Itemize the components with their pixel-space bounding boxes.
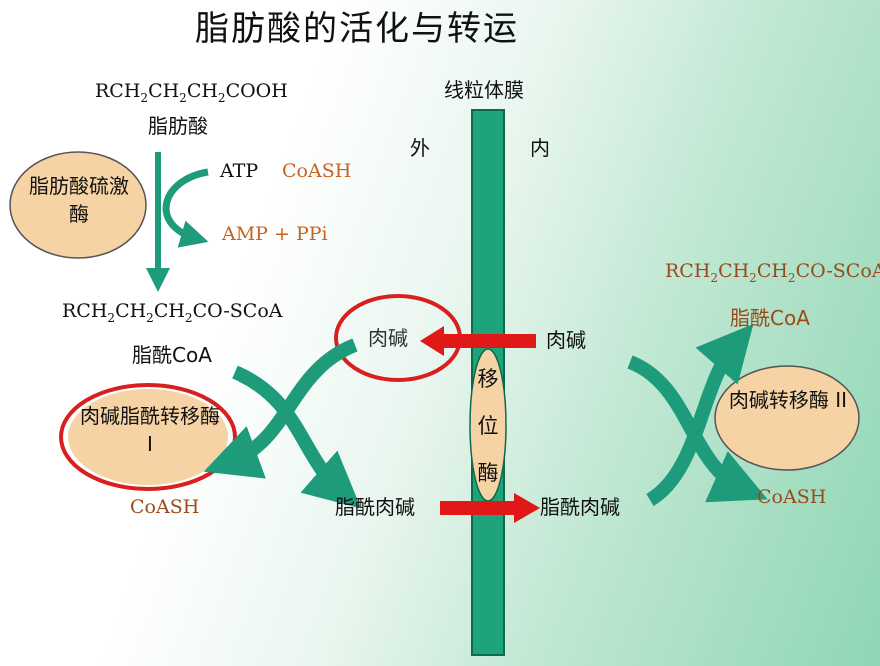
cpt1-bubble [68, 389, 228, 485]
acyl-coa-name-outer: 脂酰CoA [132, 343, 212, 367]
outside-label: 外 [410, 136, 430, 160]
cpt2-arrow-to-acyl-coa [646, 323, 754, 506]
amp-ppi-label: AMP + PPi [222, 223, 328, 245]
acyl-coa-formula-outer: RCH2CH2CH2CO-SCoA [62, 300, 283, 325]
translocase-char-1: 移 [477, 367, 499, 392]
translocase-char-2: 位 [477, 413, 499, 438]
acyl-coa-formula-inner: RCH2CH2CH2CO-SCoA [665, 260, 880, 285]
carnitine-return-arrowhead [420, 326, 444, 356]
activation-curve-arrow [162, 168, 209, 248]
membrane-label: 线粒体膜 [444, 78, 524, 102]
acyl-coa-name-inner: 脂酰CoA [730, 306, 810, 330]
cpt2-label: 肉碱转移酶 II [728, 388, 848, 412]
carnitine-outer: 肉碱 [368, 326, 408, 350]
translocase-char-3: 酶 [477, 460, 499, 485]
coash-outer: CoASH [130, 496, 200, 518]
cpt1-arrow-to-acylcarnitine [232, 365, 362, 509]
coash-inner: CoASH [757, 486, 827, 508]
acyl-coa-synthetase-bubble [9, 151, 147, 259]
cpt1-label: 肉碱脂酰转移酶 I [80, 404, 220, 456]
acyl-carnitine-outer: 脂酰肉碱 [335, 495, 415, 519]
acylcarnitine-transport-arrowhead [514, 493, 540, 523]
atp-label: ATP [220, 160, 259, 182]
fatty-acid-formula: RCH2CH2CH2COOH [95, 80, 288, 105]
cpt2-arrow-to-coash [627, 355, 768, 503]
inside-label: 内 [530, 136, 550, 160]
translocase-label: 移 位 酶 [473, 355, 503, 495]
acyl-carnitine-inner: 脂酰肉碱 [540, 495, 620, 519]
page-title: 脂肪酸的活化与转运 [195, 9, 519, 49]
cpt1-arrow-to-coash [203, 338, 358, 479]
fatty-acid-name: 脂肪酸 [148, 114, 208, 138]
cpt2-bubble [714, 365, 860, 471]
carnitine-inner: 肉碱 [546, 328, 586, 352]
acyl-coa-synthetase-label: 脂肪酸硫激酶 [29, 174, 129, 226]
coash-label: CoASH [282, 160, 352, 182]
